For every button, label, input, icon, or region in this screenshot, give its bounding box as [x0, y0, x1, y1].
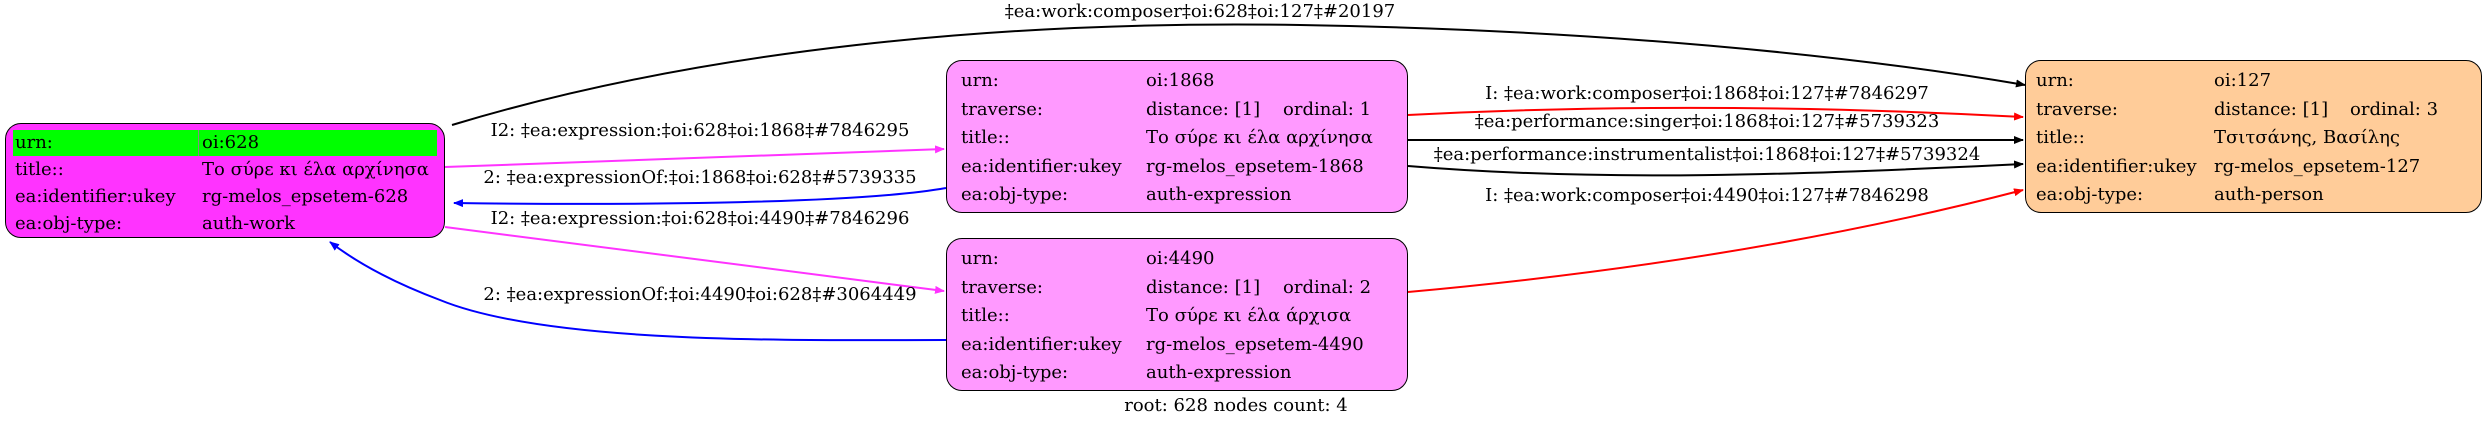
row-value: auth-person [2214, 184, 2324, 205]
edge-label: 2: ‡ea:expressionOf:‡oi:1868‡oi:628‡#573… [483, 167, 917, 188]
edge-label: ‡ea:performance:instrumentalist‡oi:1868‡… [1433, 144, 1981, 165]
row-value: rg-melos_epsetem-127 [2214, 155, 2421, 177]
row-value: rg-melos_epsetem-628 [202, 186, 409, 207]
node-row-objtype: ea:obj-type: auth-expression [955, 181, 1399, 210]
row-value: auth-expression [1146, 362, 1292, 383]
row-key: ea:obj-type: [961, 184, 1069, 205]
edge-label: I2: ‡ea:expression:‡oi:628‡oi:1868‡#7846… [490, 120, 910, 141]
node-row-title: title::Το σύρε κι έλα αρχίνησα [13, 156, 437, 183]
row-ordinal: ordinal: 3 [2350, 98, 2439, 120]
row-key: ea:obj-type: [2036, 184, 2144, 205]
edge-expression-628-1868 [444, 145, 945, 168]
row-key: ea:obj-type: [961, 362, 1069, 383]
node-row-ukey: ea:identifier:ukey rg-melos_epsetem-4490 [955, 331, 1399, 360]
row-value: Το σύρε κι έλα αρχίνησα [1146, 127, 1373, 148]
row-key: urn: [15, 132, 53, 153]
row-value: Το σύρε κι έλα άρχισα [1146, 305, 1352, 326]
row-value: oi:127 [2214, 70, 2272, 91]
row-key: title:: [2036, 127, 2085, 148]
node-row-traverse: traverse: distance: [1] ordinal: 3 [2034, 96, 2473, 125]
row-value: oi:4490 [1146, 248, 1215, 269]
row-key: traverse: [961, 276, 1043, 298]
row-value: Τσιτσάνης, Βασίλης [2214, 127, 2401, 148]
edge-expression-628-4490 [444, 226, 945, 294]
row-key: title:: [961, 127, 1010, 148]
row-key: ea:identifier:ukey [15, 186, 176, 207]
row-key: urn: [2036, 70, 2074, 91]
row-value: distance: [1] [1146, 98, 1261, 120]
row-key: urn: [961, 248, 999, 269]
node-row-title: title::Το σύρε κι έλα αρχίνησα [955, 124, 1399, 153]
node-row-ukey: ea:identifier:ukey rg-melos_epsetem-127 [2034, 153, 2473, 182]
edge-expressionof-4490-628 [329, 241, 947, 342]
node-row-objtype: ea:obj-type: auth-expression [955, 359, 1399, 388]
row-key: title:: [15, 159, 64, 180]
node-row-objtype: ea:obj-type: auth-person [2034, 181, 2473, 210]
row-key: ea:obj-type: [15, 213, 123, 234]
row-ordinal: ordinal: 2 [1283, 276, 1372, 298]
row-value: auth-work [202, 213, 295, 234]
node-4490[interactable]: urn: oi:4490 traverse: distance: [1] ordina… [946, 238, 1408, 391]
node-628[interactable]: urn: oi:628 title::Το σύρε κι έλα αρχίνησ… [5, 123, 445, 238]
node-row-urn: urn: oi:4490 [955, 245, 1399, 274]
row-value: distance: [1] [2214, 98, 2329, 120]
row-value: rg-melos_epsetem-1868 [1146, 155, 1364, 177]
row-ordinal: ordinal: 1 [1283, 98, 1372, 120]
edge-label: ‡ea:performance:singer‡oi:1868‡oi:127‡#5… [1474, 111, 1940, 132]
node-row-traverse: traverse: distance: [1] ordinal: 2 [955, 274, 1399, 303]
row-key: traverse: [961, 98, 1043, 120]
row-value: oi:1868 [1146, 70, 1215, 91]
row-value: distance: [1] [1146, 276, 1261, 298]
row-key: ea:identifier:ukey [2036, 155, 2197, 177]
row-key: urn: [961, 70, 999, 91]
edge-expressionof-1868-628 [453, 187, 947, 208]
edge-composer-4490-127 [1407, 188, 2024, 293]
edge-composer-628-127 [451, 23, 2026, 126]
edge-label: 2: ‡ea:expressionOf:‡oi:4490‡oi:628‡#306… [483, 284, 917, 305]
graph-footer: root: 628 nodes count: 4 [1124, 395, 1348, 416]
node-row-title: title::Τσιτσάνης, Βασίλης [2034, 124, 2473, 153]
node-row-ukey: ea:identifier:ukey rg-melos_epsetem-1868 [955, 153, 1399, 182]
row-value: rg-melos_epsetem-4490 [1146, 333, 1364, 355]
row-value: oi:628 [198, 130, 259, 156]
row-key: title:: [961, 305, 1010, 326]
row-key: traverse: [2036, 98, 2118, 120]
edge-label: ‡ea:work:composer‡oi:628‡oi:127‡#20197 [1004, 1, 1396, 22]
node-row-ukey: ea:identifier:ukey rg-melos_epsetem-628 [13, 183, 437, 210]
node-1868[interactable]: urn: oi:1868 traverse: distance: [1] ordina… [946, 60, 1408, 213]
node-row-traverse: traverse: distance: [1] ordinal: 1 [955, 96, 1399, 125]
row-key: ea:identifier:ukey [961, 155, 1122, 177]
edge-label: I: ‡ea:work:composer‡oi:4490‡oi:127‡#784… [1485, 185, 1929, 206]
edge-composer-1868-127 [1407, 106, 2024, 121]
node-row-urn: urn: oi:628 [13, 130, 437, 156]
edge-instrumentalist-1868-127 [1407, 160, 2024, 177]
node-row-urn: urn: oi:1868 [955, 67, 1399, 96]
node-row-urn: urn: oi:127 [2034, 67, 2473, 96]
node-127[interactable]: urn: oi:127 traverse: distance: [1] ordinal… [2025, 60, 2482, 213]
node-row-objtype: ea:obj-type: auth-work [13, 210, 437, 237]
row-value: Το σύρε κι έλα αρχίνησα [202, 159, 429, 180]
node-row-title: title::Το σύρε κι έλα άρχισα [955, 302, 1399, 331]
row-value: auth-expression [1146, 184, 1292, 205]
edge-label: I: ‡ea:work:composer‡oi:1868‡oi:127‡#784… [1485, 83, 1929, 104]
edge-label: I2: ‡ea:expression:‡oi:628‡oi:4490‡#7846… [490, 208, 910, 229]
row-key: ea:identifier:ukey [961, 333, 1122, 355]
